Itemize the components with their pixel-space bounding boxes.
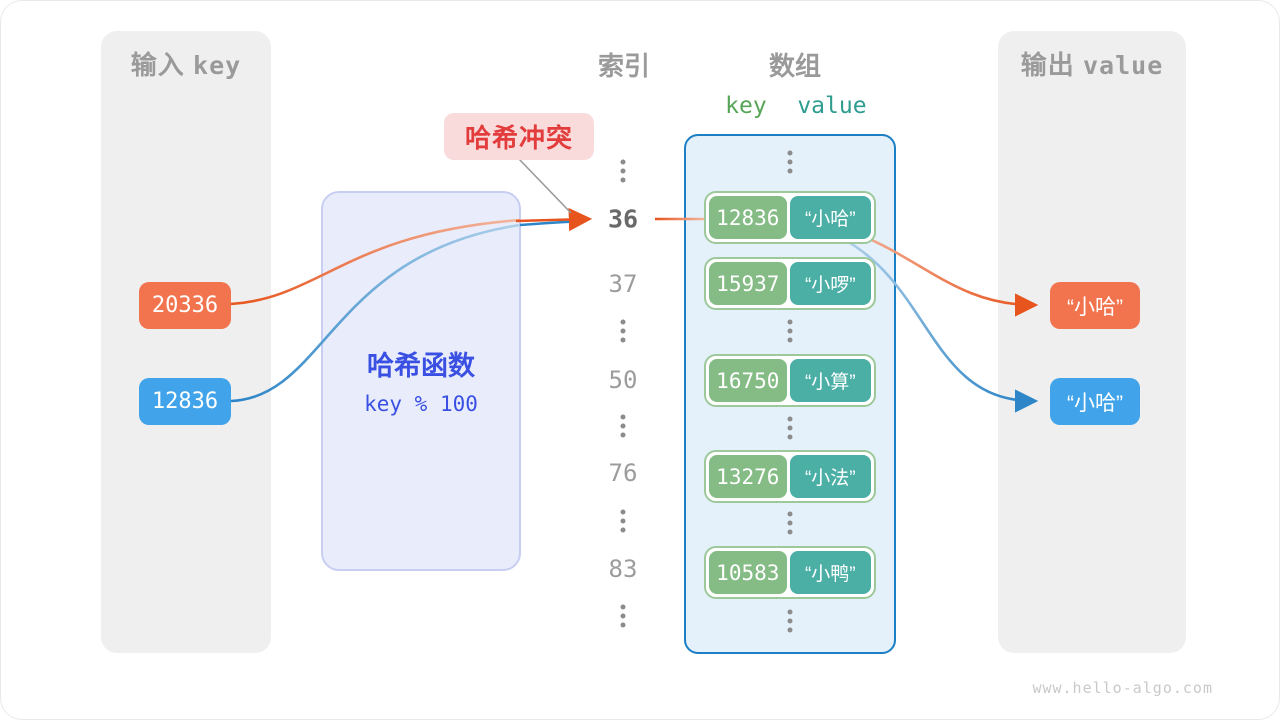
input-panel-title: 输入 key bbox=[130, 50, 242, 80]
line-collision-callout bbox=[518, 158, 572, 214]
pair-row-37: 15937 “小啰” bbox=[704, 257, 876, 310]
hash-function-formula: key % 100 bbox=[364, 392, 478, 416]
hash-collision-label: 哈希冲突 bbox=[444, 113, 594, 160]
pair-key: 15937 bbox=[709, 262, 787, 305]
ellipsis-index-4 bbox=[620, 509, 626, 533]
ellipsis-index-top bbox=[620, 159, 626, 183]
pair-value: “小哈” bbox=[789, 196, 871, 239]
input-key-panel: 输入 key bbox=[101, 31, 271, 653]
ellipsis-index-bottom bbox=[620, 604, 626, 628]
input-key-20336: 20336 bbox=[139, 282, 231, 329]
key-header-label: key bbox=[725, 93, 767, 119]
output-value-orange: “小哈” bbox=[1050, 282, 1140, 329]
index-83: 83 bbox=[608, 555, 638, 583]
pair-key: 12836 bbox=[709, 196, 787, 239]
ellipsis-index-3 bbox=[620, 414, 626, 438]
pair-row-76: 13276 “小法” bbox=[704, 450, 876, 503]
watermark: www.hello-algo.com bbox=[1032, 679, 1213, 697]
value-header-label: value bbox=[797, 93, 867, 119]
pair-value: “小算” bbox=[789, 359, 871, 402]
pair-row-50: 16750 “小算” bbox=[704, 354, 876, 407]
ellipsis-array-4 bbox=[787, 511, 793, 535]
index-37: 37 bbox=[608, 270, 638, 298]
index-36: 36 bbox=[607, 204, 639, 234]
index-50: 50 bbox=[608, 366, 638, 394]
index-column-header: 索引 bbox=[597, 51, 651, 81]
index-76: 76 bbox=[608, 459, 638, 487]
pair-row-83: 10583 “小鸭” bbox=[704, 546, 876, 599]
key-value-header: key value bbox=[704, 93, 876, 119]
pair-row-36: 12836 “小哈” bbox=[704, 191, 876, 244]
hash-function-title: 哈希函数 bbox=[367, 351, 475, 381]
pair-key: 10583 bbox=[709, 551, 787, 594]
ellipsis-array-2 bbox=[787, 319, 793, 343]
ellipsis-array-3 bbox=[787, 416, 793, 440]
pair-value: “小鸭” bbox=[789, 551, 871, 594]
pair-key: 16750 bbox=[709, 359, 787, 402]
line-exit-blue bbox=[519, 219, 586, 227]
ellipsis-array-bottom bbox=[787, 609, 793, 633]
ellipsis-index-2 bbox=[620, 319, 626, 343]
pair-value: “小啰” bbox=[789, 262, 871, 305]
arrow-hash-to-index36 bbox=[515, 207, 593, 232]
output-panel-title: 输出 value bbox=[1020, 50, 1164, 80]
output-value-panel: 输出 value bbox=[998, 31, 1186, 653]
output-value-blue: “小哈” bbox=[1050, 378, 1140, 425]
ellipsis-array-top bbox=[787, 150, 793, 174]
pair-value: “小法” bbox=[789, 455, 871, 498]
input-key-12836: 12836 bbox=[139, 378, 231, 425]
pair-key: 13276 bbox=[709, 455, 787, 498]
array-column-header: 数组 bbox=[768, 51, 822, 81]
